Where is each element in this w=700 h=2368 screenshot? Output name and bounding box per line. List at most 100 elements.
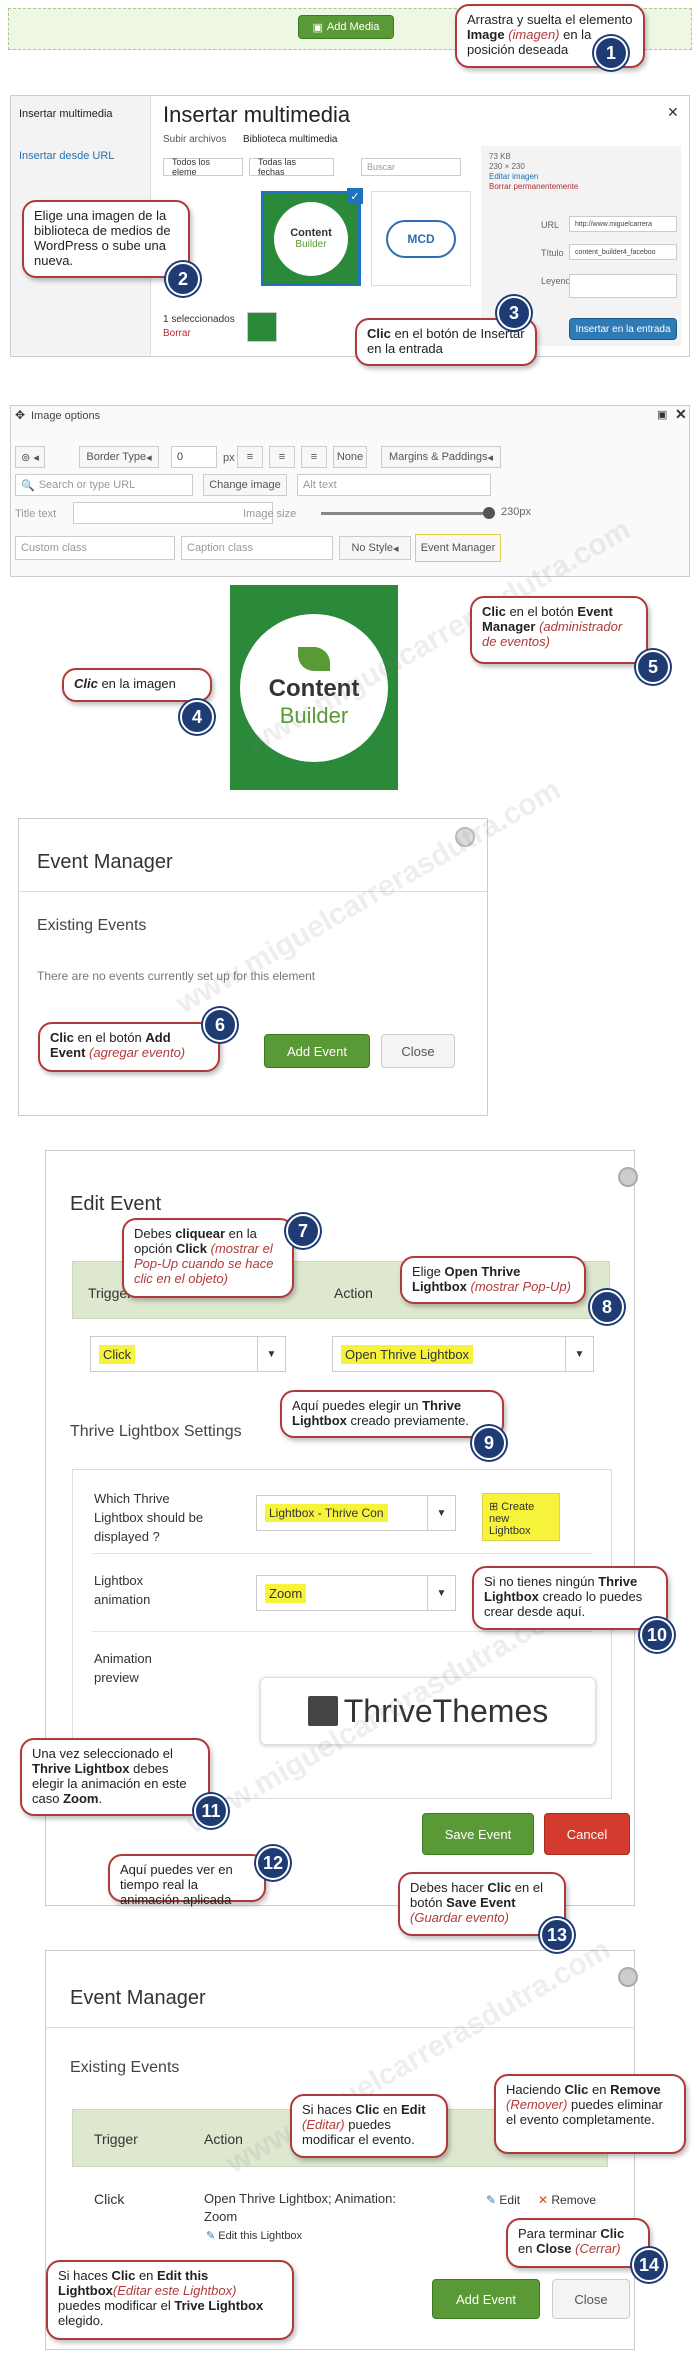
thumb-line2: Builder (295, 239, 327, 250)
add-event-button[interactable]: Add Event (264, 1034, 370, 1068)
callout-13: Debes hacer Clic en el botón Save Event … (398, 1872, 566, 1936)
close-circle-icon[interactable] (618, 1167, 638, 1187)
step-7-badge: 7 (286, 1214, 320, 1248)
meta-dims: 230 × 230 (489, 162, 525, 171)
callout-3: Clic en el botón de Insertar en la entra… (355, 318, 537, 366)
title-field[interactable]: content_builder4_faceboo (569, 244, 677, 260)
float-none-button[interactable]: None (333, 446, 367, 468)
step-4-badge: 4 (180, 700, 214, 734)
step-10-badge: 10 (640, 1618, 674, 1652)
tab-upload[interactable]: Subir archivos (163, 134, 227, 145)
event-action-line2: Zoom (204, 2209, 238, 2224)
align-center-button[interactable]: ≡ (269, 446, 295, 468)
cancel-button[interactable]: Cancel (544, 1813, 630, 1855)
add-media-button[interactable]: ▣Add Media (298, 15, 394, 39)
change-image-button[interactable]: Change image (203, 474, 287, 496)
selected-thumb (247, 312, 277, 342)
action-select[interactable]: Open Thrive Lightbox▼ (332, 1336, 594, 1372)
margins-paddings-select[interactable]: Margins & Paddings ◂ (381, 446, 501, 468)
image-url-input[interactable]: 🔍Search or type URL (15, 474, 193, 496)
close-circle-icon[interactable] (455, 827, 475, 847)
delete-permanently-link[interactable]: Borrar permanentemente (489, 182, 579, 191)
save-event-button[interactable]: Save Event (422, 1813, 534, 1855)
selected-check-icon[interactable]: ✓ (347, 188, 363, 204)
animation-preview-label: Animation preview (94, 1651, 152, 1685)
selected-count: 1 seleccionados (163, 314, 235, 325)
event-manager-title: Event Manager (37, 851, 173, 873)
align-left-button[interactable]: ≡ (237, 446, 263, 468)
edit-image-link[interactable]: Editar imagen (489, 172, 539, 181)
collapse-icon[interactable]: ▣ (657, 409, 668, 421)
event-trigger-cell: Click (94, 2191, 125, 2207)
url-field[interactable]: http://www.miguelcarrera (569, 216, 677, 232)
mcd-cloud-icon: MCD (386, 219, 456, 258)
close-circle-icon[interactable] (618, 1967, 638, 1987)
no-events-text: There are no events currently set up for… (37, 969, 316, 983)
media-search[interactable]: Buscar (361, 158, 461, 176)
title-text-input[interactable] (73, 502, 273, 524)
filter-date[interactable]: Todas las fechas (249, 157, 334, 177)
delete-link[interactable]: Borrar (163, 328, 191, 339)
lightbox-settings-box (72, 1469, 612, 1799)
align-right-button[interactable]: ≡ (301, 446, 327, 468)
media-thumb-content-builder[interactable]: Content Builder (261, 191, 361, 286)
callout-14: Para terminar Clic en Close (Cerrar) (506, 2218, 650, 2268)
style-select[interactable]: No Style ◂ (339, 536, 411, 560)
trigger-select[interactable]: Click▼ (90, 1336, 286, 1372)
url-label: URL (541, 220, 560, 230)
leaf-icon (298, 646, 330, 671)
create-lightbox-button[interactable]: ⊞ Create new Lightbox (482, 1493, 560, 1541)
event-manager-button[interactable]: Event Manager (415, 534, 501, 562)
step-14-badge: 14 (632, 2248, 666, 2282)
trigger-column-header: Trigger (88, 1285, 132, 1301)
image-size-handle[interactable] (483, 507, 495, 519)
step-13-badge: 13 (540, 1918, 574, 1952)
sidebar-item-insert[interactable]: Insertar multimedia (19, 108, 113, 120)
sidebar-item-url[interactable]: Insertar desde URL (19, 150, 115, 162)
close-button[interactable]: Close (552, 2279, 630, 2319)
close-button[interactable]: Close (381, 1034, 455, 1068)
border-unit: px (223, 452, 235, 464)
event-manager-title: Event Manager (70, 1987, 206, 2009)
move-icon[interactable]: ✥ (15, 408, 26, 422)
border-width[interactable]: 0 (171, 446, 217, 468)
logo-line1: Content (268, 674, 360, 702)
image-options-title: Image options (31, 410, 101, 422)
filter-type[interactable]: Todos los eleme (163, 157, 243, 177)
which-lightbox-label: Which Thrive Lightbox should be displaye… (94, 1491, 204, 1544)
callout-7: Debes cliquear en la opción Click (mostr… (122, 1218, 294, 1298)
pencil-icon: ✎ (486, 2193, 500, 2207)
existing-events-heading: Existing Events (70, 2059, 180, 2076)
image-size-track[interactable] (321, 512, 491, 515)
callout-6: Clic en el botón Add Event (agregar even… (38, 1022, 220, 1072)
add-event-button[interactable]: Add Event (432, 2279, 540, 2319)
callout-11: Una vez seleccionado el Thrive Lightbox … (20, 1738, 210, 1816)
lightbox-select[interactable]: Lightbox - Thrive Con▼ (256, 1495, 456, 1531)
edit-event-title: Edit Event (70, 1193, 162, 1215)
close-icon[interactable]: ✕ (675, 406, 687, 422)
custom-class-input[interactable]: Custom class (15, 536, 175, 560)
remove-event-link[interactable]: ✕ Remove (538, 2193, 597, 2207)
callout-9: Aquí puedes elegir un Thrive Lightbox cr… (280, 1390, 504, 1438)
action-column-header: Action (204, 2131, 243, 2147)
close-icon[interactable]: ✕ (667, 104, 679, 120)
callout-remove: Haciendo Clic en Remove (Remover) puedes… (494, 2074, 686, 2154)
edit-lightbox-link[interactable]: ✎ Edit this Lightbox (206, 2230, 303, 2242)
animation-select[interactable]: Zoom▼ (256, 1575, 456, 1611)
content-builder-image[interactable]: Content Builder (230, 585, 398, 790)
edit-event-link[interactable]: ✎ Edit (486, 2193, 521, 2207)
media-title: Insertar multimedia (163, 102, 351, 127)
tab-library[interactable]: Biblioteca multimedia (243, 134, 338, 145)
media-thumb-mcd[interactable]: MCD (371, 191, 471, 286)
animation-preview: ThriveThemes (260, 1677, 596, 1745)
caption-class-input[interactable]: Caption class (181, 536, 333, 560)
border-type-select[interactable]: Border Type ◂ (79, 446, 159, 468)
anchor-button[interactable]: ⊚ ◂ (15, 446, 45, 468)
step-9-badge: 9 (472, 1426, 506, 1460)
remove-x-icon: ✕ (538, 2193, 552, 2207)
callout-edit: Si haces Clic en Edit (Editar) puedes mo… (290, 2094, 448, 2158)
alt-text-input[interactable]: Alt text (297, 474, 491, 496)
insert-button[interactable]: Insertar en la entrada (569, 318, 677, 340)
step-3-badge: 3 (497, 296, 531, 330)
caption-field[interactable] (569, 274, 677, 298)
